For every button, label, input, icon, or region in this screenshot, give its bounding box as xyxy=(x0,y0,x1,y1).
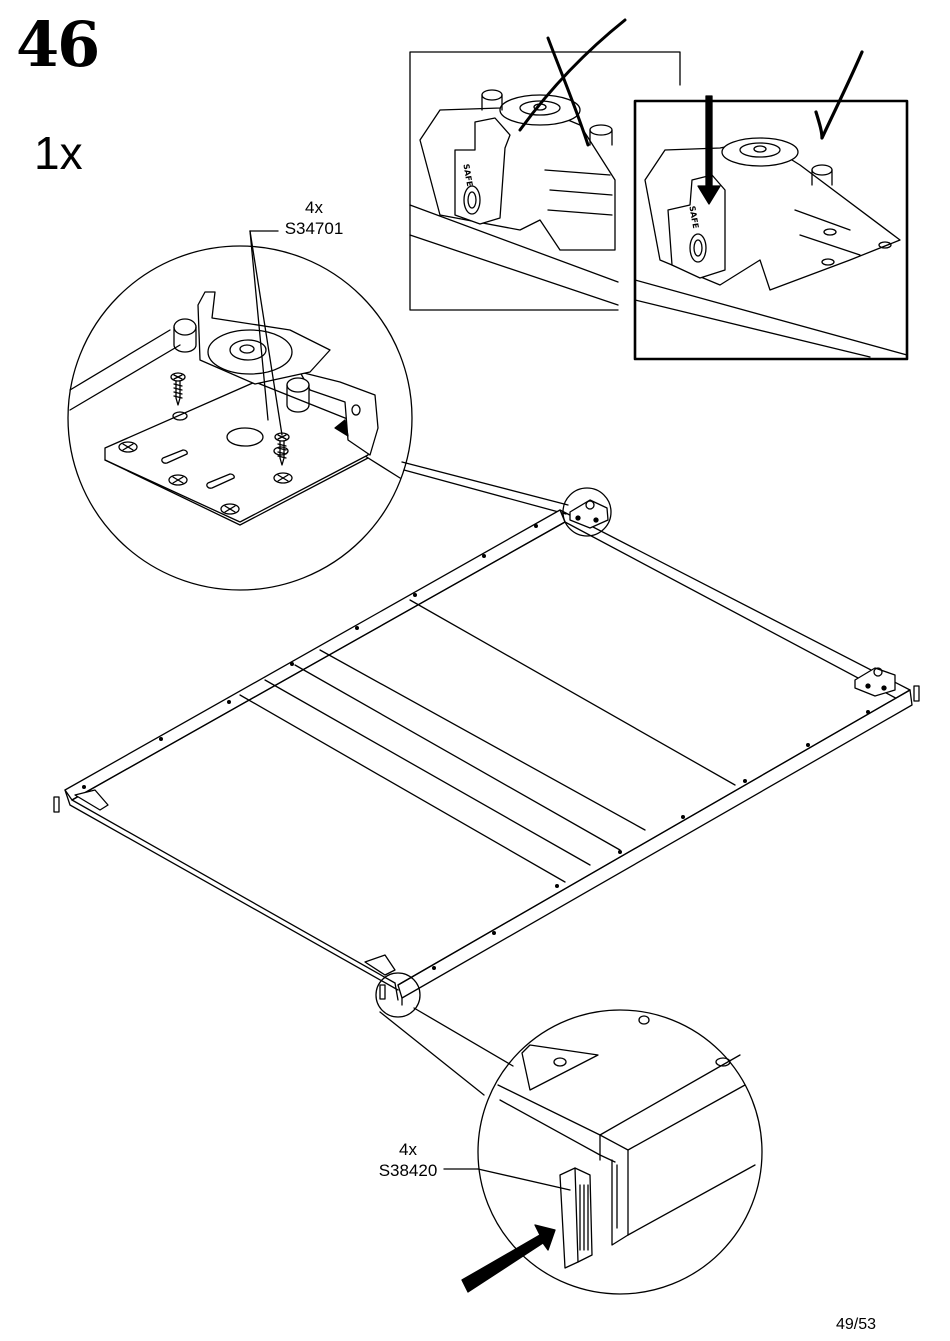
hinge-detail-circle xyxy=(68,231,568,590)
arrow-icon xyxy=(462,1225,555,1292)
door-frame xyxy=(54,488,919,1005)
end-cap-detail-circle xyxy=(376,973,762,1294)
correct-detail: SAFE xyxy=(635,52,907,359)
screw-icon xyxy=(171,373,185,405)
